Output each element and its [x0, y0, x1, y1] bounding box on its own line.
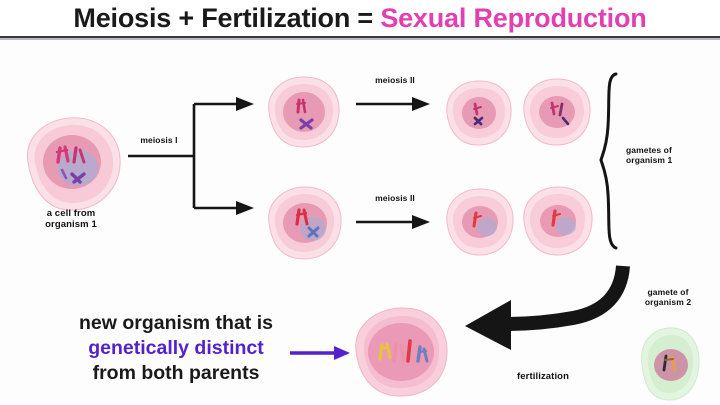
meiosis-two-arrow-bottom: [356, 212, 432, 232]
meiosis-two-arrow-top: [356, 94, 432, 114]
title-pink-part: Sexual Reproduction: [380, 3, 647, 33]
conclusion-text: new organism that is genetically distinc…: [26, 311, 326, 386]
secondary-cell-top: [261, 72, 345, 152]
gamete-cell-2: [518, 74, 596, 150]
gametes-brace: [599, 72, 626, 250]
conclusion-line-1: new organism that is: [79, 312, 273, 334]
gamete-cell-4: [518, 182, 598, 260]
parent-cell-label: a cell from organism 1: [45, 208, 97, 230]
title-divider: [0, 36, 720, 40]
gametes-organism-one-label: gametes of organism 1: [626, 145, 673, 165]
title-black-part: Meiosis + Fertilization =: [73, 3, 381, 33]
parent-cell: [14, 112, 128, 216]
fertilization-arrow: [455, 260, 645, 380]
meiosis-one-label: meiosis I: [140, 135, 178, 145]
zygote-cell: [348, 303, 456, 401]
meiosis-two-label-bottom: meiosis II: [375, 193, 415, 203]
conclusion-line-2: genetically distinct: [88, 336, 264, 359]
gamete-cell-1: [441, 76, 517, 150]
page-title: Meiosis + Fertilization = Sexual Reprodu…: [0, 0, 720, 37]
gamete-organism-two-cell: [634, 324, 706, 404]
conclusion-line-3: from both parents: [92, 361, 260, 384]
meiosis-one-connector: [126, 96, 266, 236]
secondary-cell-bottom: [261, 182, 347, 264]
fertilization-label: fertilization: [517, 371, 569, 382]
gamete-organism-two-label: gamete of organism 2: [644, 287, 692, 307]
meiosis-two-label-top: meiosis II: [375, 75, 415, 85]
gamete-cell-3: [441, 184, 519, 260]
conclusion-arrow: [290, 344, 352, 362]
